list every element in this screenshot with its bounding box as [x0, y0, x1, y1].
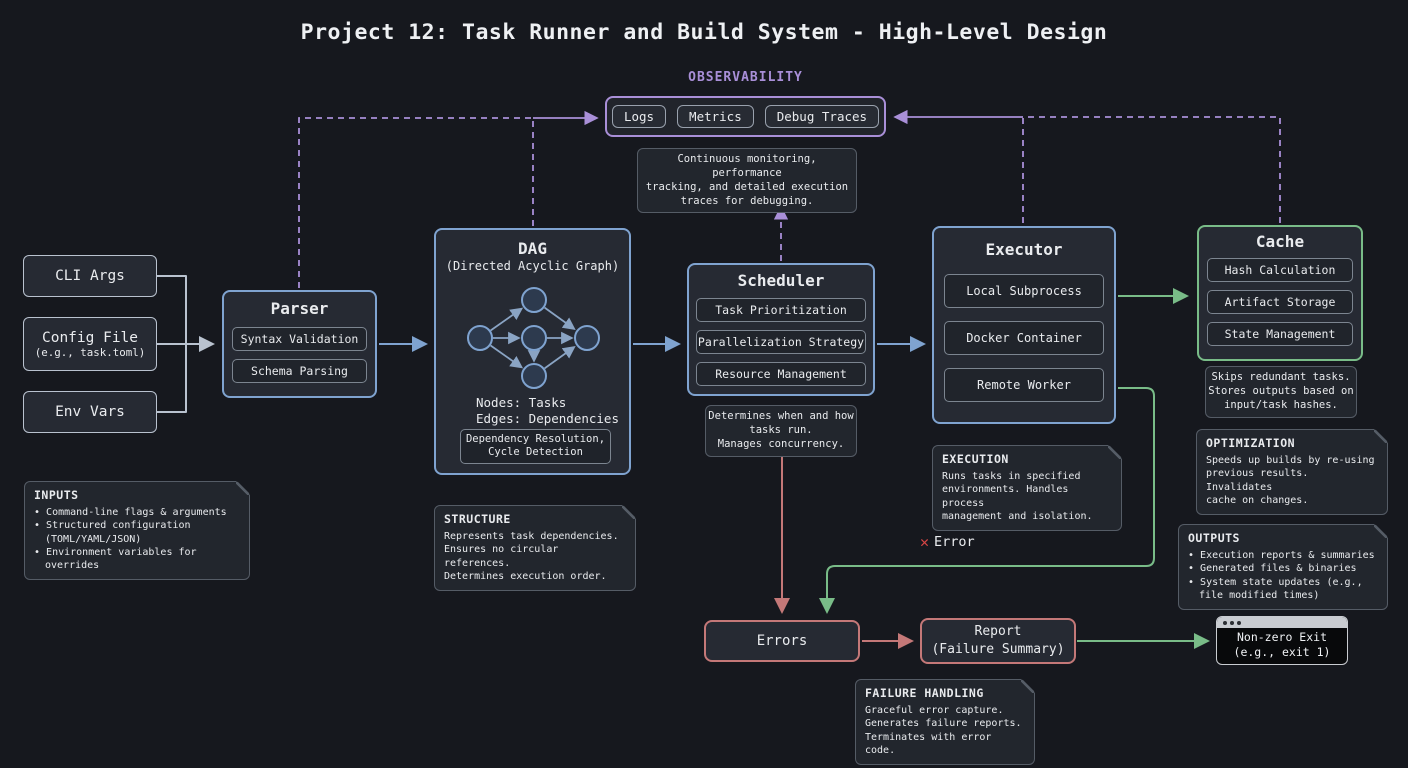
note-bullet: Execution reports & summaries: [1188, 549, 1378, 562]
schema-parsing-box: Schema Parsing: [232, 359, 367, 383]
error-x-icon: ✕: [920, 533, 930, 551]
cli-args-box: CLI Args: [23, 255, 157, 297]
connector-env-to-merge: [157, 344, 187, 413]
failure-handling-annotation-text: Graceful error capture. Generates failur…: [865, 705, 1022, 756]
task-prioritization-box: Task Prioritization: [696, 298, 866, 322]
cache-note: Skips redundant tasks. Stores outputs ba…: [1205, 366, 1357, 418]
exit-terminal-text: Non-zero Exit (e.g., exit 1): [1233, 630, 1331, 659]
optimization-annotation-title: OPTIMIZATION: [1206, 436, 1296, 450]
executor-box: Executor Local Subprocess Docker Contain…: [932, 226, 1116, 424]
note-bullet: Structured configuration (TOML/YAML/JSON…: [34, 519, 240, 546]
error-label-text: Error: [934, 534, 975, 550]
terminal-titlebar: [1217, 617, 1347, 628]
logs-chip: Logs: [611, 105, 667, 128]
hash-calculation-box: Hash Calculation: [1207, 258, 1353, 282]
debug-traces-chip: Debug Traces: [764, 105, 880, 128]
scheduler-box: Scheduler Task Prioritization Paralleliz…: [687, 263, 875, 396]
failure-handling-annotation-title: FAILURE HANDLING: [865, 686, 984, 700]
errors-box: Errors: [704, 620, 860, 662]
dag-legend: Nodes: Tasks Edges: Dependencies: [476, 395, 619, 426]
artifact-storage-box: Artifact Storage: [1207, 290, 1353, 314]
env-vars-label: Env Vars: [55, 404, 125, 420]
scheduler-title: Scheduler: [737, 271, 825, 290]
note-bullet: Command-line flags & arguments: [34, 506, 240, 519]
note-bullet: System state updates (e.g., file modifie…: [1188, 576, 1378, 603]
note-bullet: Environment variables for overrides: [34, 546, 240, 573]
env-vars-box: Env Vars: [23, 391, 157, 433]
observability-label: OBSERVABILITY: [688, 70, 803, 85]
cache-box: Cache Hash Calculation Artifact Storage …: [1197, 225, 1363, 361]
docker-container-box: Docker Container: [944, 321, 1104, 355]
execution-annotation: EXECUTION Runs tasks in specified enviro…: [932, 445, 1122, 531]
note-bullet: Generated files & binaries: [1188, 562, 1378, 575]
config-file-label: Config File: [41, 329, 139, 346]
execution-annotation-text: Runs tasks in specified environments. Ha…: [942, 471, 1093, 522]
terminal-dot-icon: [1223, 620, 1227, 625]
error-label: ✕ Error: [920, 533, 975, 551]
observability-box: Logs Metrics Debug Traces: [605, 96, 886, 137]
outputs-annotation: OUTPUTS Execution reports & summaries Ge…: [1178, 524, 1388, 610]
inputs-annotation-title: INPUTS: [34, 488, 79, 502]
structure-annotation-text: Represents task dependencies. Ensures no…: [444, 531, 619, 582]
outputs-annotation-title: OUTPUTS: [1188, 531, 1240, 545]
terminal-dot-icon: [1230, 620, 1234, 625]
parallelization-strategy-box: Parallelization Strategy: [696, 330, 866, 354]
page-title: Project 12: Task Runner and Build System…: [300, 20, 1108, 45]
remote-worker-box: Remote Worker: [944, 368, 1104, 402]
execution-annotation-title: EXECUTION: [942, 452, 1009, 466]
config-file-sublabel: (e.g., task.toml): [34, 345, 146, 359]
observability-note: Continuous monitoring, performance track…: [637, 148, 857, 214]
cli-args-label: CLI Args: [55, 268, 125, 284]
resource-management-box: Resource Management: [696, 362, 866, 386]
executor-title: Executor: [985, 240, 1063, 259]
syntax-validation-box: Syntax Validation: [232, 327, 367, 351]
report-box: Report (Failure Summary): [920, 618, 1076, 664]
parser-title: Parser: [270, 299, 329, 318]
optimization-annotation: OPTIMIZATION Speeds up builds by re-usin…: [1196, 429, 1388, 515]
failure-handling-annotation: FAILURE HANDLING Graceful error capture.…: [855, 679, 1035, 765]
dag-badge: Dependency Resolution, Cycle Detection: [460, 428, 611, 464]
dag-graph-icon: [467, 287, 600, 389]
cache-title: Cache: [1255, 232, 1305, 251]
outputs-annotation-list: Execution reports & summaries Generated …: [1188, 549, 1378, 602]
connector-cache-to-observability: [1025, 116, 1281, 223]
parser-box: Parser Syntax Validation Schema Parsing: [222, 290, 377, 398]
exit-terminal-box: Non-zero Exit (e.g., exit 1): [1216, 616, 1348, 665]
state-management-box: State Management: [1207, 322, 1353, 346]
structure-annotation-title: STRUCTURE: [444, 512, 511, 526]
optimization-annotation-text: Speeds up builds by re-using previous re…: [1206, 455, 1375, 506]
metrics-chip: Metrics: [677, 105, 754, 128]
connector-cli-to-parser: [157, 275, 215, 352]
local-subprocess-box: Local Subprocess: [944, 274, 1104, 308]
inputs-annotation: INPUTS Command-line flags & arguments St…: [24, 481, 250, 580]
scheduler-note: Determines when and how tasks run. Manag…: [705, 405, 857, 457]
terminal-dot-icon: [1237, 620, 1241, 625]
inputs-annotation-list: Command-line flags & arguments Structure…: [34, 506, 240, 572]
config-file-box: Config File (e.g., task.toml): [23, 317, 157, 371]
structure-annotation: STRUCTURE Represents task dependencies. …: [434, 505, 636, 591]
dag-box: DAG (Directed Acyclic Graph) Nodes: Task…: [434, 228, 631, 475]
